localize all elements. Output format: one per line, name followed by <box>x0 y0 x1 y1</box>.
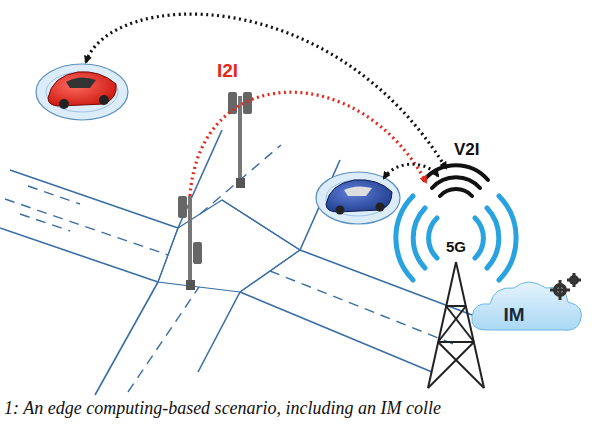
link-label: V2I <box>452 140 482 160</box>
link-label: I2I <box>215 60 240 82</box>
node-text: IM <box>503 304 524 326</box>
node-text: 5G <box>446 238 466 255</box>
cloud-box: IM <box>500 303 527 327</box>
figure-caption: 1: An edge computing-based scenario, inc… <box>4 398 441 419</box>
tower-label: 5G <box>443 237 469 256</box>
